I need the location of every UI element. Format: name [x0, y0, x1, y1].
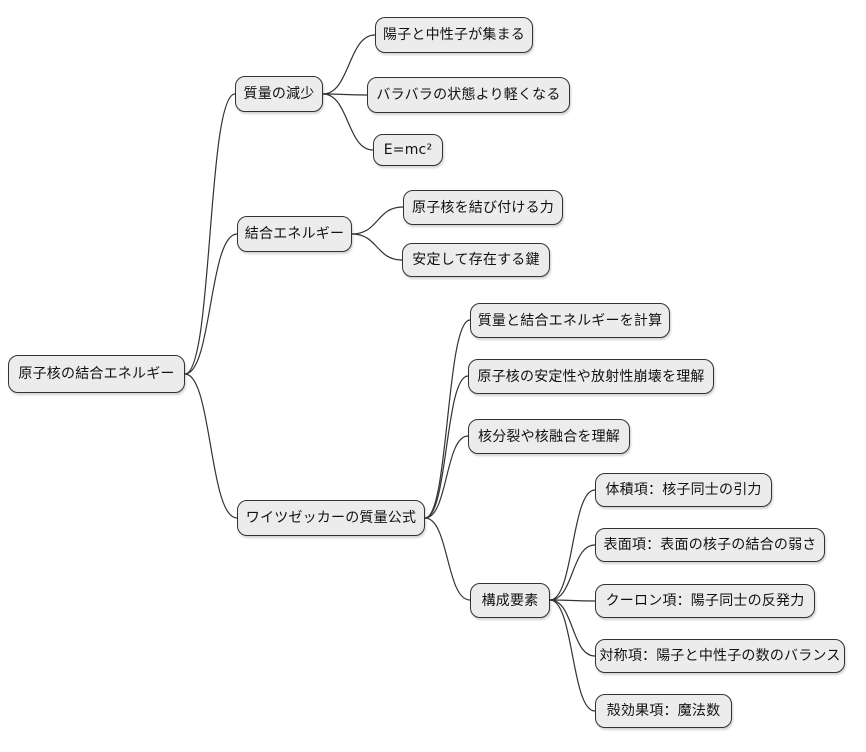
edge-components-shell — [549, 599, 596, 712]
edge-components-surface — [549, 544, 596, 601]
node-shell-effect-term: 殻効果項：魔法数 — [595, 694, 732, 728]
edge-components-coulomb — [549, 599, 596, 602]
node-key-to-stable-existence: 安定して存在する鍵 — [402, 243, 550, 277]
node-understand-stability-decay: 原子核の安定性や放射性崩壊を理解 — [468, 359, 714, 394]
node-symmetry-term: 対称項：陽子と中性子の数のバランス — [595, 639, 845, 673]
node-components: 構成要素 — [470, 583, 550, 618]
edge-root-mass-decrease — [184, 93, 236, 375]
edge-binding-child1 — [351, 206, 404, 235]
edge-weizsacker-components — [424, 517, 471, 601]
node-volume-term: 体積項：核子同士の引力 — [595, 473, 772, 507]
node-mass-decrease: 質量の減少 — [235, 76, 323, 112]
edge-root-binding-energy — [184, 233, 238, 375]
node-root-nuclear-binding-energy: 原子核の結合エネルギー — [8, 355, 185, 393]
node-coulomb-term: クーロン項：陽子同士の反発力 — [595, 584, 815, 618]
edge-mass-child2 — [322, 93, 368, 96]
node-emc2: E=mc² — [373, 134, 443, 166]
edge-binding-child2 — [351, 233, 403, 261]
edge-weizsacker-child1 — [424, 319, 471, 519]
node-surface-term: 表面項：表面の核子の結合の弱さ — [595, 528, 825, 562]
edge-mass-child3 — [322, 93, 374, 151]
node-weizsacker-mass-formula: ワイツゼッカーの質量公式 — [237, 500, 425, 536]
node-force-binding-nucleus: 原子核を結び付ける力 — [403, 190, 563, 225]
edge-mass-child1 — [322, 34, 376, 95]
node-lighter-than-separate-state: バラバラの状態より軽くなる — [367, 77, 570, 113]
node-protons-neutrons-gather: 陽子と中性子が集まる — [375, 17, 533, 53]
node-understand-fission-fusion: 核分裂や核融合を理解 — [468, 419, 630, 454]
node-binding-energy: 結合エネルギー — [237, 216, 352, 252]
edge-weizsacker-child2 — [424, 375, 469, 519]
edge-weizsacker-child3 — [424, 435, 469, 519]
node-calc-mass-binding-energy: 質量と結合エネルギーを計算 — [470, 303, 670, 338]
edge-components-volume — [549, 489, 596, 601]
edge-components-symmetry — [549, 599, 596, 657]
edge-root-weizsacker — [184, 373, 238, 519]
